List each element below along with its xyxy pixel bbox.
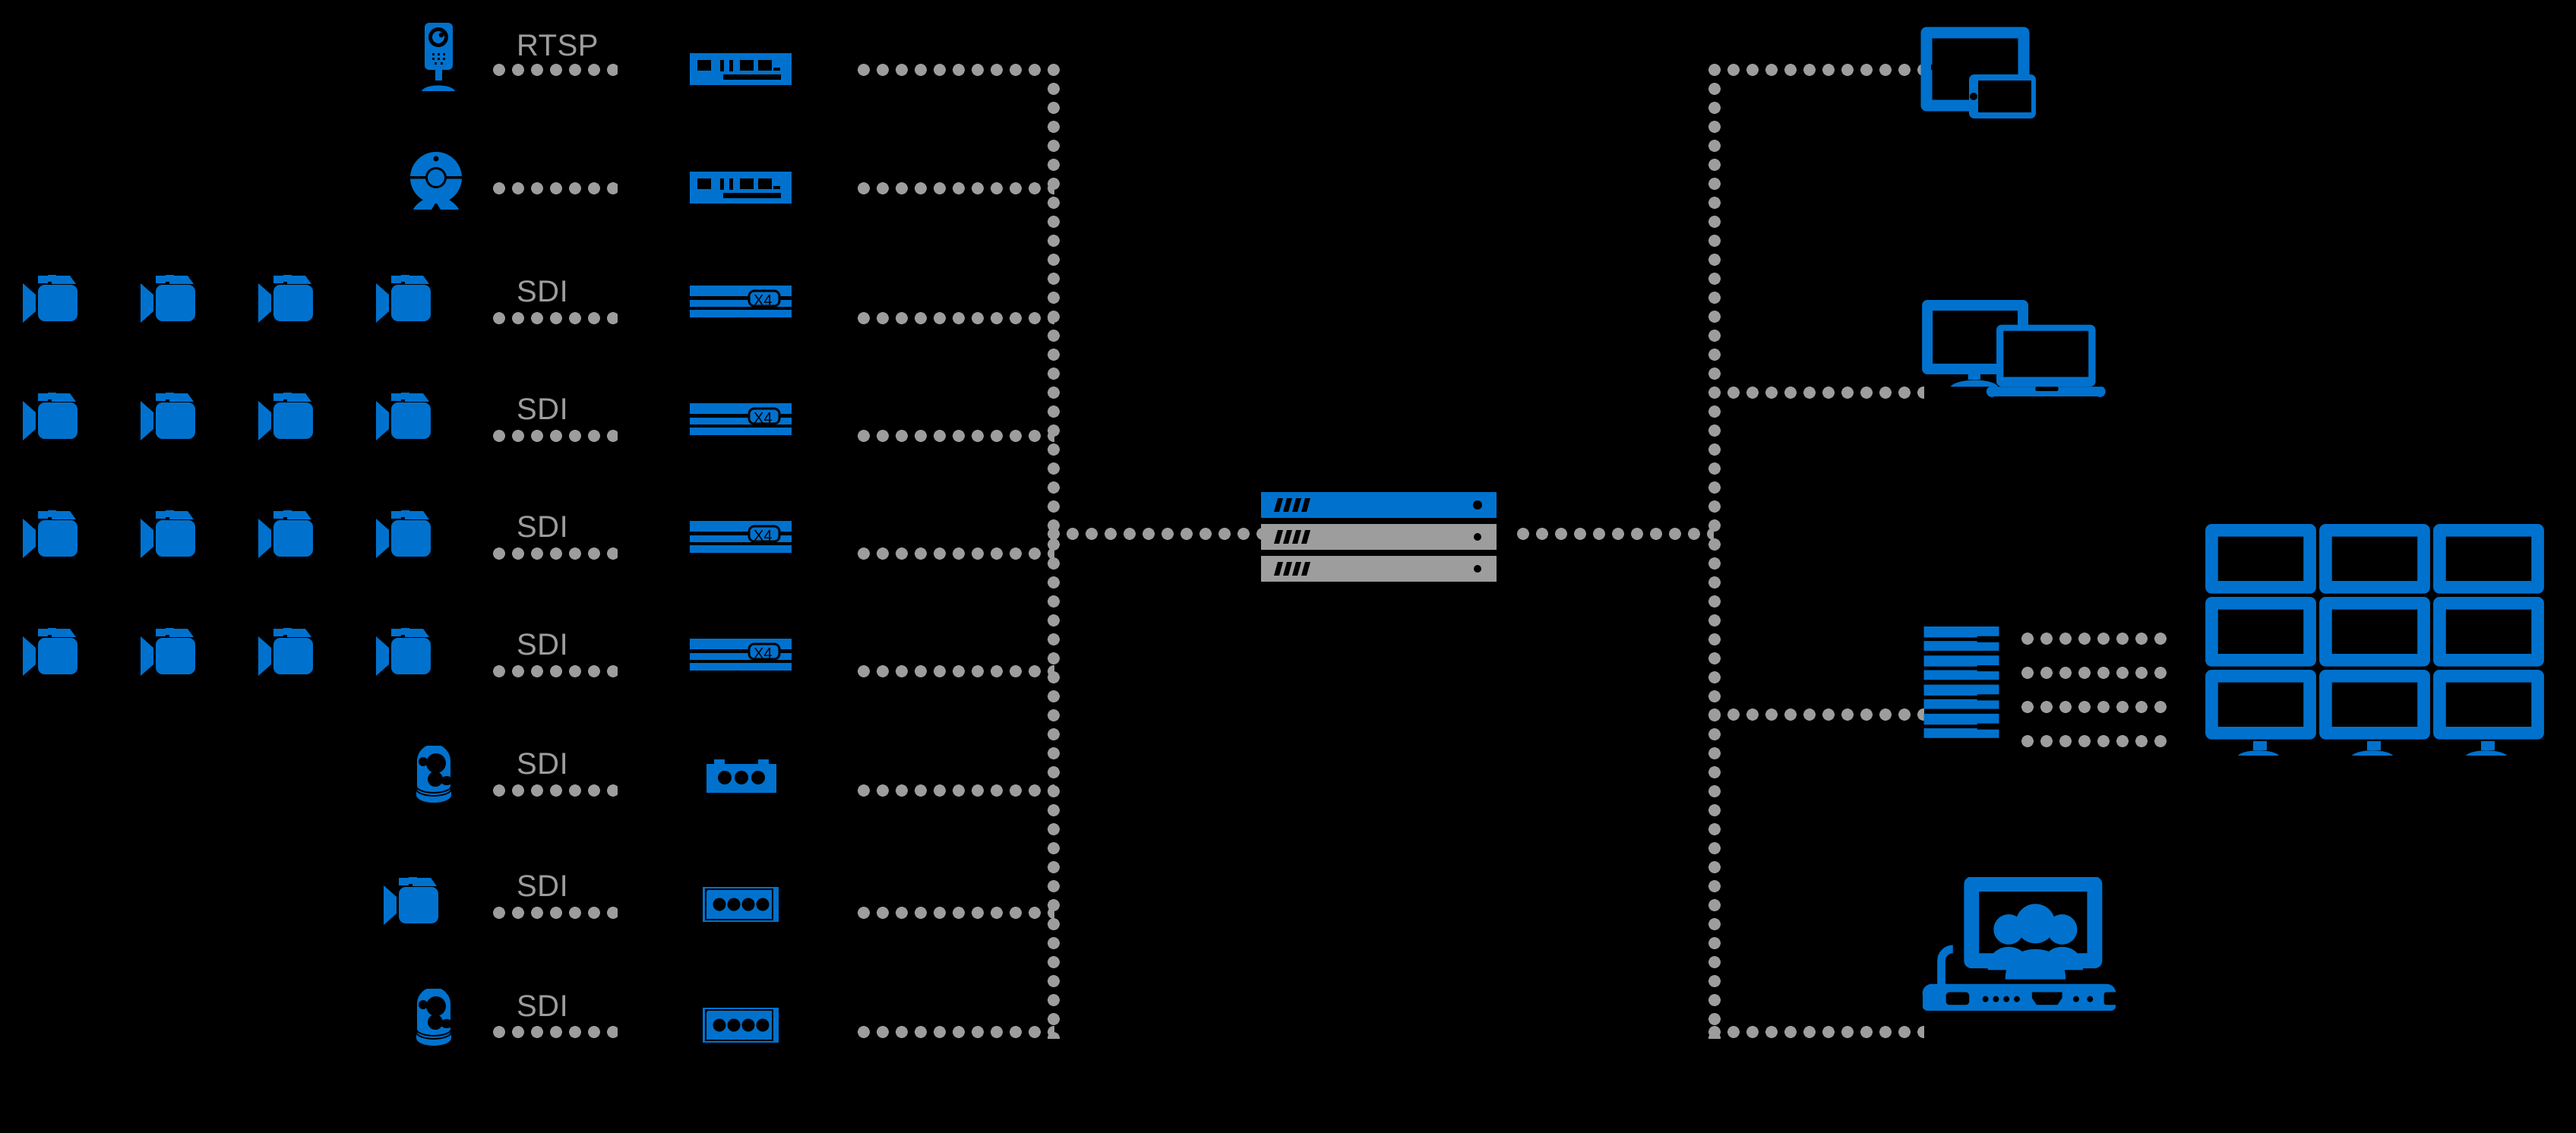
encoder-rack-encoder-1[interactable] (690, 53, 792, 85)
protocol-label-row-camcorder: SDI (517, 869, 569, 903)
encoder-small-encoder-4port-1[interactable] (703, 887, 779, 922)
link-encoder-to-bus-9 (857, 1025, 1054, 1039)
protocol-label-rtsp: RTSP (517, 29, 599, 62)
link-camera-to-encoder-6 (492, 664, 618, 678)
rack-unit-1 (1261, 492, 1497, 518)
source-camera-row-ptz-1[interactable] (410, 746, 457, 814)
link-encoder-to-bus-3 (857, 311, 1054, 325)
dest-video-conference[interactable] (1920, 877, 2118, 1052)
link-encoder-to-bus-5 (857, 547, 1054, 560)
link-core-to-bus-right (1516, 527, 1714, 541)
dest-desktop-devices[interactable] (1922, 300, 2108, 440)
link-decoder-to-wall-3 (2021, 700, 2173, 714)
link-camera-to-encoder-1 (492, 63, 618, 77)
encoder-sdi-encoder-4[interactable] (690, 403, 792, 435)
camera-bank-row-sdi-3[interactable] (23, 510, 494, 571)
source-camera-row-webcam[interactable] (409, 150, 463, 210)
camera-bank-row-sdi-4[interactable] (23, 628, 494, 689)
encoder-badge-row-sdi-1: X4 (754, 292, 773, 309)
link-camera-to-encoder-3 (492, 311, 618, 325)
link-bus-to-core-left (1047, 527, 1267, 541)
link-bus-to-dest-desktop (1708, 386, 1924, 399)
link-camera-to-encoder-5 (492, 547, 618, 560)
link-encoder-to-bus-1 (857, 63, 1054, 77)
link-camera-to-encoder-7 (492, 784, 618, 797)
link-bus-to-dest-mobile (1708, 63, 1924, 77)
link-encoder-to-bus-6 (857, 664, 1054, 678)
link-encoder-to-bus-4 (857, 429, 1054, 443)
link-bus-to-dest-videowall (1708, 708, 1924, 721)
link-encoder-to-bus-2 (857, 181, 1054, 195)
encoder-small-encoder-3port[interactable] (706, 759, 776, 793)
camera-bank-row-sdi-2[interactable] (23, 393, 494, 453)
video-wall-stands (2238, 741, 2507, 756)
link-encoder-to-bus-7 (857, 784, 1054, 797)
core-server-stack[interactable] (1261, 492, 1497, 583)
rack-unit-2 (1261, 524, 1497, 550)
dest-video-wall[interactable] (2205, 524, 2546, 767)
protocol-label-row-sdi-4: SDI (517, 628, 569, 661)
encode-side-bus (1047, 63, 1060, 1039)
dest-mobile-devices[interactable] (1920, 27, 2042, 122)
protocol-label-row-ptz-1: SDI (517, 747, 569, 781)
link-decoder-to-wall-1 (2021, 632, 2173, 645)
protocol-label-row-sdi-1: SDI (517, 275, 569, 308)
link-decoder-to-wall-4 (2021, 734, 2173, 748)
decode-side-bus (1708, 63, 1721, 1039)
encoder-rack-encoder-2[interactable] (690, 172, 792, 204)
dest-decoder-stack[interactable] (1923, 626, 1999, 740)
link-camera-to-encoder-4 (492, 429, 618, 443)
protocol-label-row-sdi-2: SDI (517, 393, 569, 426)
link-camera-to-encoder-8 (492, 906, 618, 920)
rack-unit-3 (1261, 556, 1497, 582)
source-camera-row-camcorder[interactable] (384, 877, 460, 936)
encoder-sdi-encoder-6[interactable] (690, 639, 792, 671)
encoder-sdi-encoder-3[interactable] (690, 286, 792, 317)
link-bus-to-dest-conferencing (1708, 1025, 1924, 1039)
protocol-label-row-sdi-3: SDI (517, 510, 569, 544)
link-camera-to-encoder-9 (492, 1025, 618, 1039)
protocol-label-row-ptz-2: SDI (517, 989, 569, 1023)
link-encoder-to-bus-8 (857, 906, 1054, 920)
encoder-small-encoder-4port-2[interactable] (703, 1008, 779, 1043)
encoder-badge-row-sdi-3: X4 (754, 528, 773, 544)
encoder-badge-row-sdi-4: X4 (754, 645, 773, 662)
link-camera-to-encoder-2 (492, 181, 618, 195)
link-decoder-to-wall-2 (2021, 666, 2173, 680)
video-wall-row-2 (2211, 603, 2537, 660)
encoder-sdi-encoder-5[interactable] (690, 521, 792, 553)
source-camera-row-ptz-2[interactable] (410, 989, 457, 1057)
source-camera-row-ip-camera[interactable] (410, 23, 466, 93)
encoder-badge-row-sdi-2: X4 (754, 410, 773, 427)
video-wall-row-3 (2211, 676, 2537, 733)
camera-bank-row-sdi-1[interactable] (23, 275, 494, 336)
video-wall-row-1 (2211, 530, 2537, 587)
